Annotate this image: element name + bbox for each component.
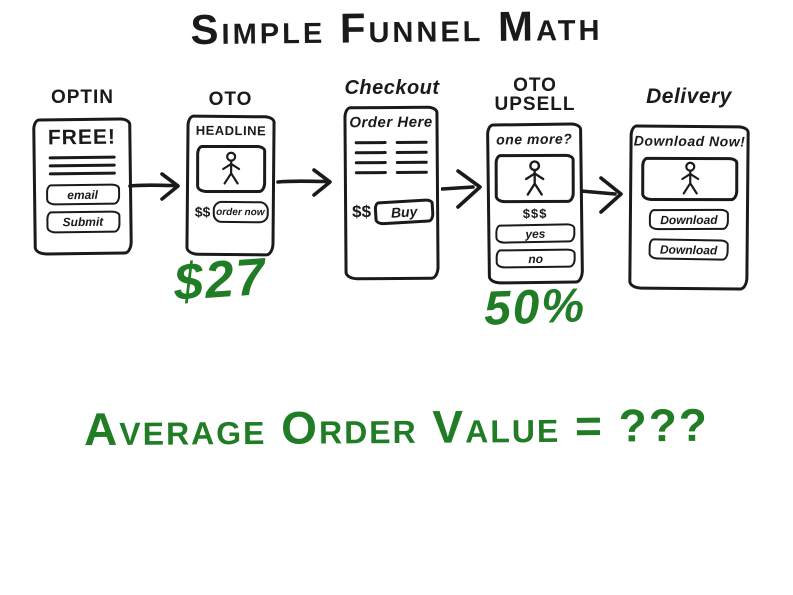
- stage-label-oto-upsell: OTO UPSELL: [494, 75, 576, 116]
- order-now-button: order now: [212, 200, 269, 224]
- checkout-page: Order Here $$ Buy: [343, 105, 440, 281]
- right-arrow-icon: [580, 176, 623, 214]
- stick-figure-icon: [524, 159, 545, 196]
- optin-heading: FREE!: [47, 125, 117, 150]
- download-button-1-label: Download: [660, 212, 718, 227]
- upsell-video-box: [494, 153, 575, 204]
- oto-page: HEADLINE $$ order now: [185, 114, 276, 257]
- no-button-label: no: [528, 251, 544, 266]
- upsell-take-rate-annotation: 50%: [483, 279, 587, 336]
- stick-figure-icon: [680, 161, 699, 195]
- delivery-heading: Download Now!: [633, 132, 746, 150]
- checkout-heading: Order Here: [349, 113, 433, 132]
- email-field-label: email: [67, 187, 99, 202]
- optin-page: FREE! email Submit: [32, 117, 133, 256]
- checkout-text-columns: [354, 140, 428, 175]
- page-title: Simple Funnel Math: [190, 1, 603, 54]
- oto-upsell-page: one more? $$$ yes no: [486, 122, 584, 285]
- stage-label-delivery: Delivery: [646, 85, 732, 108]
- stage-label-checkout: Checkout: [344, 77, 440, 99]
- email-field: email: [45, 183, 120, 206]
- right-arrow-icon: [441, 169, 482, 209]
- oto-price-symbol: $$: [194, 203, 211, 220]
- upsell-heading: one more?: [496, 130, 573, 148]
- oto-heading: HEADLINE: [195, 122, 267, 139]
- yes-button-label: yes: [525, 226, 546, 241]
- download-button-1: Download: [648, 208, 729, 231]
- yes-button: yes: [495, 223, 576, 244]
- right-arrow-icon: [128, 172, 180, 201]
- optin-text-lines: [48, 155, 116, 176]
- download-button-2: Download: [648, 238, 729, 261]
- order-now-label: order now: [216, 206, 265, 218]
- submit-button: Submit: [45, 210, 121, 234]
- stick-figure-icon: [221, 151, 240, 185]
- aov-formula: Average Order Value = ???: [83, 398, 710, 456]
- download-button-2-label: Download: [659, 241, 718, 257]
- buy-button: Buy: [373, 198, 435, 226]
- delivery-video-box: [640, 156, 738, 202]
- stage-label-oto: OTO: [208, 89, 253, 110]
- checkout-price-symbol: $$: [352, 202, 372, 222]
- upsell-price-symbol: $$$: [522, 205, 548, 222]
- right-arrow-icon: [276, 168, 332, 197]
- delivery-page: Download Now! Download Download: [628, 124, 750, 291]
- stage-label-optin: OPTIN: [50, 87, 115, 108]
- submit-button-label: Submit: [62, 214, 104, 230]
- buy-button-label: Buy: [390, 203, 418, 221]
- oto-price-annotation: $27: [172, 247, 269, 313]
- oto-video-box: [195, 144, 266, 194]
- no-button: no: [495, 248, 576, 269]
